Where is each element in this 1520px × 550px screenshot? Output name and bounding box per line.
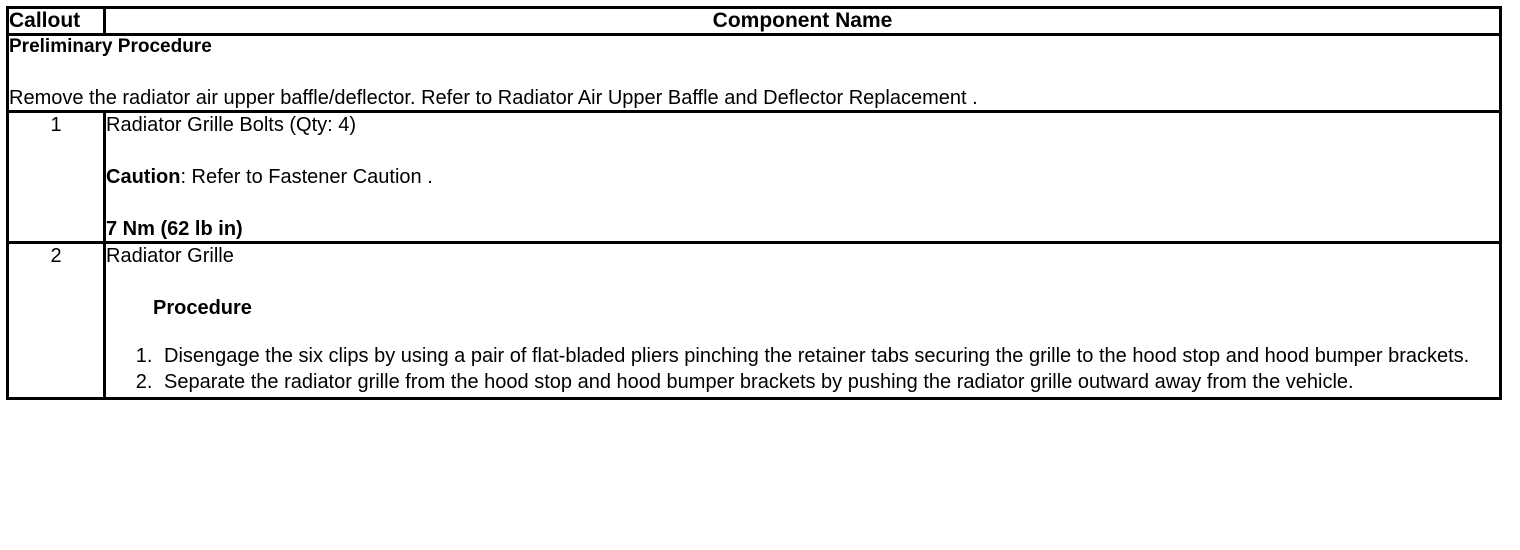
callout-number-2: 2 <box>6 240 106 400</box>
column-header-callout: Callout <box>6 5 106 37</box>
callout-number-1: 1 <box>6 109 106 244</box>
torque-specification-1: 7 Nm (62 lb in) <box>106 217 243 240</box>
table-body: Preliminary Procedure Remove the radiato… <box>6 33 1502 400</box>
procedure-step: Separate the radiator grille from the ho… <box>158 370 1499 394</box>
caution-note-1: Caution: Refer to Fastener Caution . <box>106 165 1499 189</box>
component-callout-table: Callout Component Name Preliminary Proce… <box>6 5 1502 400</box>
preliminary-procedure-text: Remove the radiator air upper baffle/def… <box>9 86 978 109</box>
component-cell-2: Radiator Grille Procedure Disengage the … <box>103 240 1502 400</box>
procedure-step-list: Disengage the six clips by using a pair … <box>106 344 1499 395</box>
preliminary-procedure-row: Preliminary Procedure Remove the radiato… <box>6 33 1502 113</box>
preliminary-procedure-cell: Preliminary Procedure Remove the radiato… <box>6 33 1502 113</box>
table-header-row: Callout Component Name <box>6 5 1502 37</box>
table-header: Callout Component Name <box>6 5 1502 37</box>
caution-label: Caution <box>106 165 181 188</box>
column-header-component-name: Component Name <box>103 5 1502 37</box>
table-row: 2 Radiator Grille Procedure Disengage th… <box>6 240 1502 400</box>
component-cell-1: Radiator Grille Bolts (Qty: 4) Caution: … <box>103 109 1502 244</box>
component-name-2: Radiator Grille <box>106 244 234 267</box>
caution-text: : Refer to Fastener Caution . <box>180 165 433 188</box>
component-name-1: Radiator Grille Bolts (Qty: 4) <box>106 113 357 136</box>
procedure-step: Disengage the six clips by using a pair … <box>158 344 1499 368</box>
preliminary-procedure-title: Preliminary Procedure <box>9 36 212 58</box>
procedure-heading-2: Procedure <box>153 296 252 319</box>
table-row: 1 Radiator Grille Bolts (Qty: 4) Caution… <box>6 109 1502 244</box>
